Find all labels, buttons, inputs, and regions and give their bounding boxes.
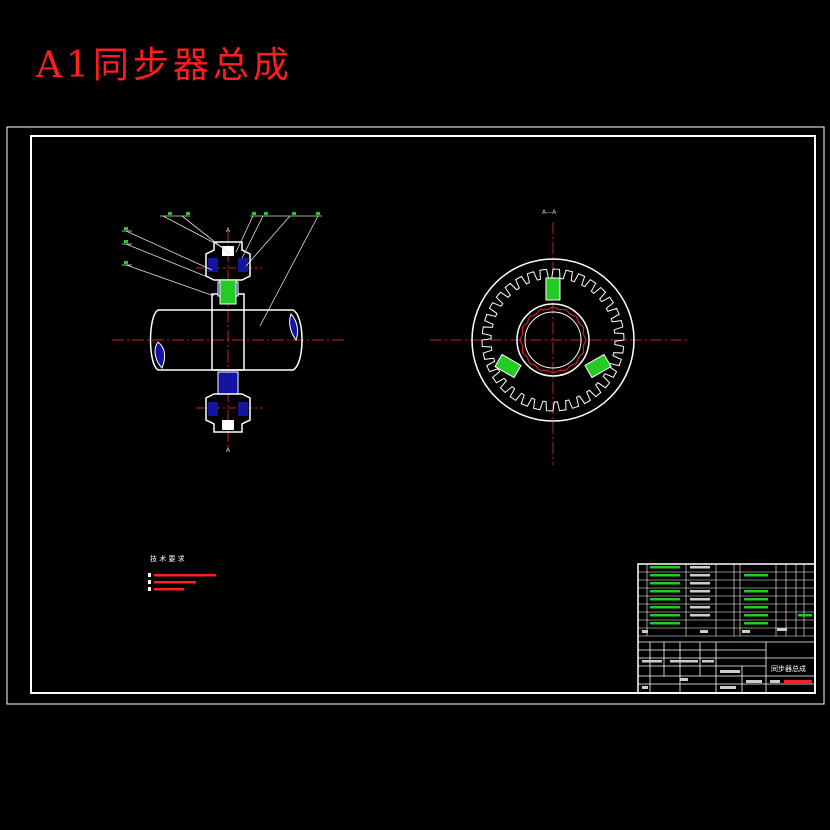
page-title: A1同步器总成 [36,45,293,86]
tech-req-heading: 技 术 要 求 [150,554,185,563]
tech-req-lines [148,573,216,591]
upper-blue-left [208,258,218,272]
title-block-drawing-name: 同步器总成 [771,664,806,673]
lower-sleeve-core [222,420,234,430]
slider-blocks [494,277,612,379]
shaft-left-break [154,341,166,369]
lower-blue-left [208,402,218,416]
technical-requirements: 技 术 要 求 [148,554,216,591]
slider-block-right [584,353,612,379]
slider-block-left [494,353,522,379]
section-marker-top: A [226,227,231,234]
internal-gear-teeth [481,268,625,412]
shaft-outline [149,309,303,371]
section-marker-bottom: A [226,447,231,454]
inner-spline [519,306,587,374]
inner-drawing-frame [30,135,816,694]
upper-sleeve-outline [205,241,251,281]
upper-blue-right [238,258,248,272]
leader-number-ticks [124,212,320,264]
spline-inner-circle [524,311,582,369]
section-view-aa: A—A [430,209,690,465]
upper-slider-block [219,279,237,305]
outer-sheet-border [6,126,825,705]
upper-sleeve-core [222,246,234,256]
sectional-view: A A [112,212,345,454]
section-view-label: A—A [542,209,557,216]
hub-circle [516,303,590,377]
title-block: 同步器总成 [637,563,816,694]
hub-lower-hatch [217,371,239,395]
outer-ring [471,258,635,422]
shaft-right-break [289,313,299,342]
lower-blue-right [238,402,248,416]
slider-block-top [545,277,561,301]
lower-sleeve-outline [205,393,251,433]
leader-lines [122,215,322,327]
